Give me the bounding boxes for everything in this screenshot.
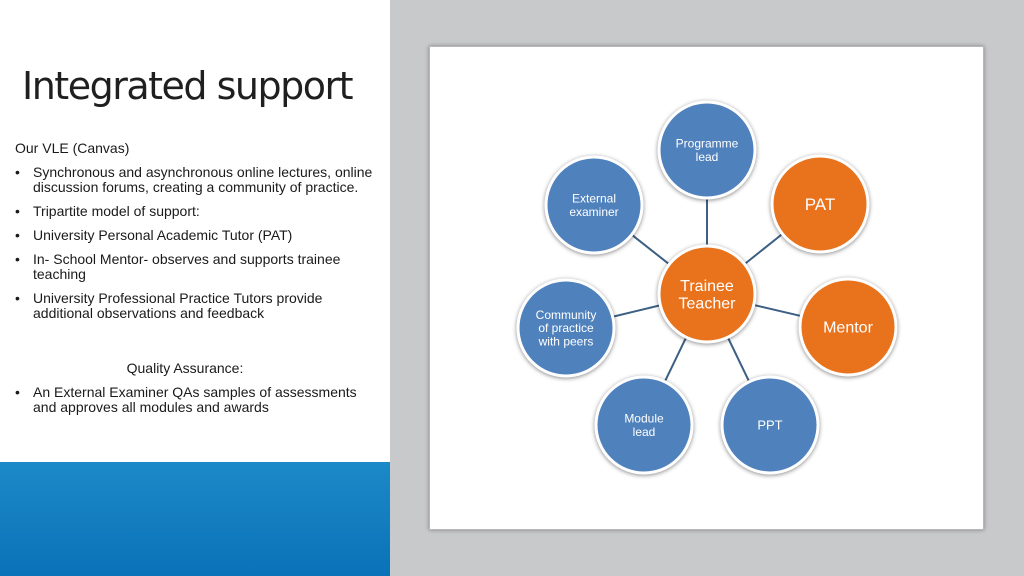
node-label-line: Mentor: [823, 320, 873, 337]
bullet-text: University Personal Academic Tutor (PAT): [33, 227, 293, 243]
bullet-text: Tripartite model of support:: [33, 203, 200, 219]
node-label-line: PAT: [805, 195, 836, 214]
slide-body: Our VLE (Canvas) • Synchronous and asynch…: [15, 141, 375, 424]
node-mentor: Mentor: [798, 277, 898, 377]
bullet-item: • Synchronous and asynchronous online lec…: [15, 165, 375, 195]
node-circle: [798, 277, 898, 377]
bullet-icon: •: [15, 227, 20, 243]
intro-text: Our VLE (Canvas): [15, 140, 130, 156]
connector-external-examiner: [631, 233, 670, 266]
node-label-line: examiner: [569, 205, 618, 219]
bullet-text: University Professional Practice Tutors …: [33, 290, 323, 321]
node-label: Mentor: [823, 320, 873, 337]
bullet-icon: •: [15, 203, 20, 219]
bullet-icon: •: [15, 251, 20, 267]
connector-pat: [743, 233, 784, 265]
node-label-line: lead: [696, 150, 719, 164]
qa-heading: Quality Assurance:: [126, 360, 244, 376]
node-label: PAT: [805, 195, 836, 214]
bullet-icon: •: [15, 290, 20, 306]
bullet-text: Synchronous and asynchronous online lect…: [33, 164, 373, 195]
connector-mentor: [753, 303, 802, 318]
footer-band: [0, 462, 390, 576]
node-circle: [594, 375, 694, 475]
connector-layer: [612, 198, 802, 383]
node-circle: [544, 155, 644, 255]
bullet-item: • University Professional Practice Tutors…: [15, 291, 375, 321]
connector-module-lead: [663, 336, 688, 383]
node-label-line: Module: [624, 412, 664, 426]
bullet-item: • An External Examiner QAs samples of ass…: [15, 385, 375, 415]
bullet-text: In- School Mentor- observes and supports…: [33, 251, 341, 282]
bullet-text: An External Examiner QAs samples of asse…: [33, 384, 357, 415]
node-label-line: Programme: [676, 137, 739, 151]
node-circle: [770, 154, 870, 254]
connector-ppt: [726, 336, 751, 383]
bullet-item: • In- School Mentor- observes and support…: [15, 252, 375, 282]
center-circle: [657, 244, 757, 344]
bullet-icon: •: [15, 164, 20, 180]
text-panel: Integrated support Our VLE (Canvas) • Syn…: [0, 0, 390, 576]
support-bullet-list: • Synchronous and asynchronous online lec…: [15, 165, 375, 321]
bullet-item: • Tripartite model of support:: [15, 204, 375, 219]
node-pat: PAT: [770, 154, 870, 254]
bullet-icon: •: [15, 384, 20, 400]
node-label: PPT: [757, 418, 782, 433]
qa-bullet-list: • An External Examiner QAs samples of ass…: [15, 385, 375, 415]
node-label-line: Teacher: [679, 295, 737, 312]
node-label-line: with peers: [538, 334, 594, 348]
node-label-line: External: [572, 192, 616, 206]
node-ppt: PPT: [720, 375, 820, 475]
node-label-line: lead: [633, 425, 656, 439]
node-circle: [657, 100, 757, 200]
connector-community-of-practice-with-peers: [612, 304, 661, 318]
node-label-line: Trainee: [680, 278, 734, 295]
node-label-line: of practice: [538, 321, 594, 335]
node-label-line: Community: [536, 308, 597, 322]
node-circle: [516, 278, 616, 378]
slide-title: Integrated support: [22, 64, 353, 108]
node-circle: [720, 375, 820, 475]
node-label-line: PPT: [757, 418, 782, 433]
bullet-item: • University Personal Academic Tutor (PAT…: [15, 228, 375, 243]
